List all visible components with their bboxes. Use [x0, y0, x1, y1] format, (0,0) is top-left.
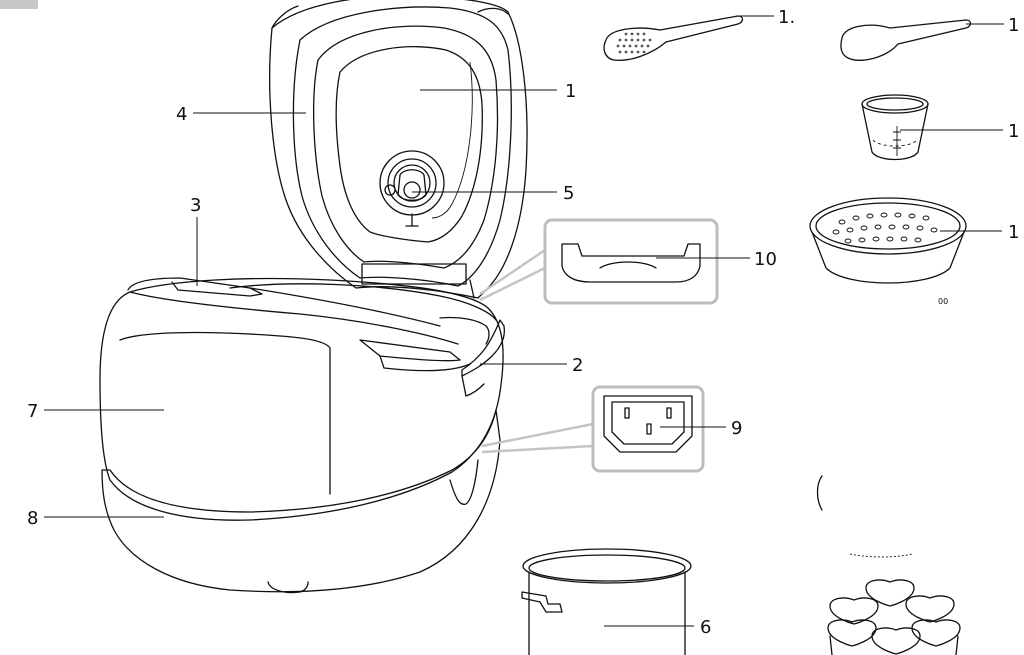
callout-5-valve: 5	[563, 183, 574, 204]
rice-spatula	[603, 15, 744, 61]
callout-spoon: 1	[1008, 15, 1019, 36]
inner-pot	[521, 548, 692, 655]
yogurt-cups	[827, 579, 961, 655]
callout-2-handle: 2	[572, 355, 583, 376]
callout-1-lid-inner: 1	[565, 81, 576, 102]
leader-lines	[44, 15, 1004, 627]
hinge-inset	[479, 218, 719, 305]
cooker-body	[99, 277, 506, 594]
corner-tab	[0, 0, 38, 9]
partial-accessory	[816, 475, 913, 558]
callout-9-socket: 9	[731, 418, 742, 439]
callout-3-button: 3	[190, 195, 201, 216]
callout-4-lid: 4	[176, 104, 187, 125]
callout-spatula: 1.	[778, 7, 795, 28]
soup-spoon	[840, 19, 972, 61]
small-mark: 00	[938, 297, 948, 306]
callout-8-base: 8	[27, 508, 38, 529]
steam-valve	[379, 150, 445, 227]
measuring-cup	[861, 94, 929, 161]
callout-cup: 1	[1008, 121, 1019, 142]
socket-inset	[481, 385, 705, 473]
callout-steamer: 1	[1008, 222, 1019, 243]
callout-labels: 1 4 5 3 10 2 7 9 8 6 1. 1 1 1 00	[27, 7, 1019, 638]
callout-10-hinge: 10	[754, 249, 777, 270]
callout-6-inner-pot: 6	[700, 617, 711, 638]
callout-7-body: 7	[27, 401, 38, 422]
lid	[269, 0, 528, 299]
steamer-basket	[809, 197, 967, 284]
